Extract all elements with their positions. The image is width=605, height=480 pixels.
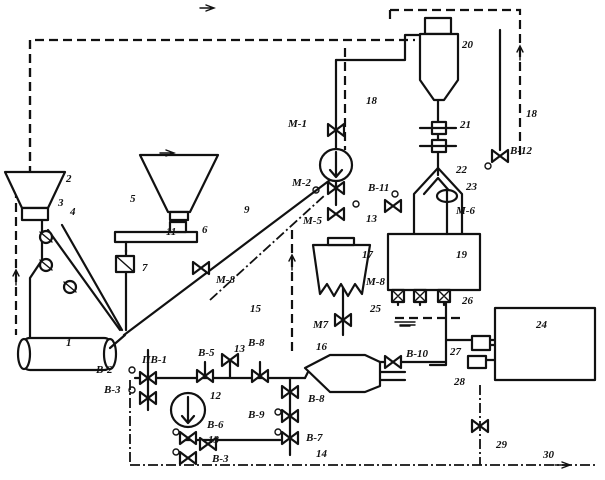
label-16: 16 — [316, 341, 328, 353]
label-30: 30 — [542, 449, 555, 461]
label-21: 21 — [459, 119, 471, 131]
label-b10: B-10 — [405, 348, 429, 360]
valve-symbols — [138, 122, 510, 466]
label-m2: M-2 — [291, 177, 311, 189]
label-18b: 18 — [526, 108, 538, 120]
distributor-16 — [303, 353, 382, 394]
label-17: 17 — [362, 249, 374, 261]
label-19: 19 — [456, 249, 468, 261]
outlet-25 — [394, 321, 416, 327]
label-4: 4 — [69, 206, 76, 218]
label-18a: 18 — [366, 95, 378, 107]
label-b12: B-12 — [509, 145, 533, 157]
label-13a: 13 — [234, 343, 246, 355]
label-3: 3 — [57, 197, 64, 209]
label-22: 22 — [455, 164, 468, 176]
valve-handles — [128, 162, 492, 456]
label-7: 7 — [142, 262, 148, 274]
label-24: 24 — [535, 319, 548, 331]
meter-m1 — [318, 147, 354, 183]
units-27-28 — [466, 334, 492, 370]
flow-arrows — [12, 4, 572, 469]
label-5: 5 — [130, 193, 136, 205]
label-28: 28 — [453, 376, 466, 388]
label-11: 11 — [166, 226, 176, 238]
label-b3b: B-3 — [211, 453, 229, 465]
hopper-2 — [3, 170, 67, 222]
label-27: 27 — [449, 346, 462, 358]
tank-19 — [386, 232, 482, 304]
valve-21 — [418, 120, 458, 154]
label-m5: M-5 — [302, 215, 322, 227]
meter-12 — [169, 391, 207, 429]
unit-7 — [114, 254, 136, 274]
label-26: 26 — [461, 295, 474, 307]
splitter-22 — [412, 167, 464, 234]
label-20: 20 — [461, 39, 474, 51]
label-23: 23 — [465, 181, 478, 193]
label-12: 12 — [210, 390, 222, 402]
label-b2: B-2 — [95, 364, 113, 376]
label-13b: 13 — [366, 213, 378, 225]
label-2: 2 — [65, 173, 72, 185]
label-1: 1 — [66, 337, 72, 349]
crusher-17 — [311, 236, 372, 298]
label-b8: B-8 — [247, 337, 265, 349]
label-m1: M-1 — [287, 118, 307, 130]
label-pb1: ПВ-1 — [141, 354, 167, 366]
cyclone-20 — [418, 16, 460, 102]
label-b9: B-9 — [247, 409, 265, 421]
label-13c: 13 — [208, 434, 220, 446]
label-15: 15 — [250, 303, 262, 315]
label-b8b: B-8 — [307, 393, 325, 405]
label-9: 9 — [244, 204, 250, 216]
feeder-23 — [435, 188, 459, 236]
label-29: 29 — [495, 439, 508, 451]
label-b5: B-5 — [197, 347, 215, 359]
label-b7: B-7 — [305, 432, 323, 444]
label-m7: M7 — [312, 319, 329, 331]
label-b11: B-11 — [367, 182, 389, 194]
label-14: 14 — [316, 448, 328, 460]
label-m6: M-6 — [455, 205, 475, 217]
hopper-5 — [138, 153, 220, 222]
dryer-drum-1 — [16, 333, 127, 372]
label-6: 6 — [202, 224, 208, 236]
feeders-3 — [38, 229, 78, 295]
conveyor-6 — [113, 220, 199, 254]
label-m8b: M-8 — [365, 276, 385, 288]
label-b6: B-6 — [206, 419, 224, 431]
box-24 — [493, 306, 597, 382]
label-b3: B-3 — [103, 384, 121, 396]
label-m8: M-8 — [215, 274, 235, 286]
dashed-pipelines — [14, 8, 595, 466]
diagram-labels: 1 2 3 4 5 6 7 9 11 12 13 13 13 14 15 16 … — [57, 39, 555, 465]
label-25: 25 — [369, 303, 382, 315]
